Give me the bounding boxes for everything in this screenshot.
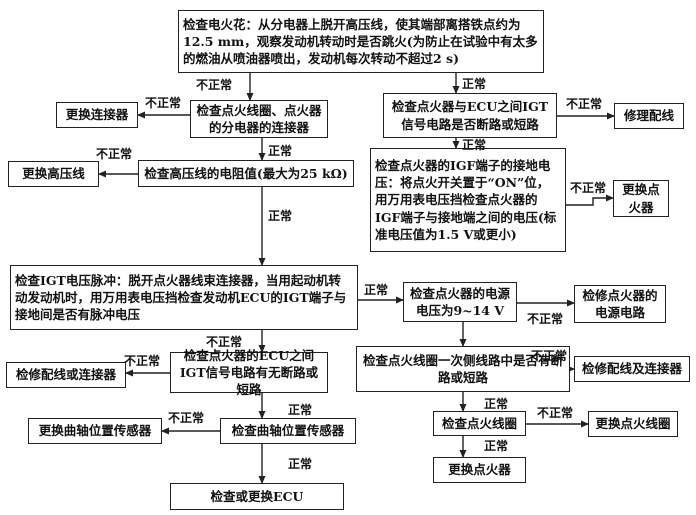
label-abnormal-primary: 不正常: [531, 349, 568, 363]
label-abnormal-supply: 不正常: [527, 312, 564, 326]
label-abnormal-igf: 不正常: [570, 181, 607, 195]
node-igt-pulse-check: 检查IGT电压脉冲：脱开点火器线束连接器，当用起动机转动发动机时，用万用表电压挡…: [10, 265, 358, 330]
node-replace-crank-sensor: 更换曲轴位置传感器: [28, 418, 162, 444]
label-abnormal-igt-pulse: 不正常: [206, 335, 243, 349]
label-abnormal-hv: 不正常: [96, 147, 133, 161]
label-normal-coil-conn: 正常: [268, 144, 293, 158]
node-coil-check: 检查点火线圈: [433, 411, 526, 436]
node-primary-circuit-check: 检查点火线圈一次侧线路中是否有断路或短路: [356, 346, 570, 392]
node-replace-coil: 更换点火线圈: [588, 411, 678, 437]
node-coil-connector-check: 检查点火线圈、点火器的分电器的连接器: [190, 100, 328, 138]
node-replace-hv-wire: 更换高压线: [8, 161, 99, 187]
label-abnormal-igt-circuit: 不正常: [124, 354, 161, 368]
label-normal-igt-circuit: 正常: [288, 403, 313, 417]
node-igt-ecu-circuit-check: 检查点火器与ECU之间IGT信号电路是否断路或短路: [383, 93, 557, 138]
node-repair-wiring-and-connector: 检修配线及连接器: [574, 356, 690, 382]
node-igt-circuit-check: 检查点火器的ECU之间IGT信号电路有无断路或短路: [170, 348, 328, 397]
label-normal-spark: 正常: [462, 77, 487, 91]
node-hv-resistance-check: 检查高压线的电阻值(最大为25 kΩ): [138, 160, 354, 187]
label-normal-coil: 正常: [484, 439, 509, 453]
node-igniter-supply-check: 检查点火器的电源电压为9~14 V: [403, 282, 517, 322]
node-replace-igniter-final: 更换点火器: [433, 457, 526, 483]
label-abnormal-spark: 不正常: [196, 78, 233, 92]
node-replace-igniter: 更换点火器: [613, 180, 669, 217]
label-abnormal-igt-ecu: 不正常: [566, 97, 603, 111]
label-normal-igt-pulse-right: 正常: [364, 283, 389, 297]
node-replace-connector: 更换连接器: [56, 102, 138, 128]
label-abnormal-coil: 不正常: [537, 406, 574, 420]
node-repair-wiring: 修理配线: [614, 103, 684, 129]
arrow-igf-replace-igniter: [566, 194, 614, 206]
node-repair-wiring-or-connector: 检修配线或连接器: [6, 362, 126, 388]
label-normal-primary: 正常: [484, 397, 509, 411]
label-normal-crank: 正常: [288, 457, 313, 471]
label-normal-igt-ecu: 正常: [462, 138, 487, 152]
node-igf-voltage-check: 检查点火器的IGF端子的接地电压：将点火开关置于“ON”位，用万用表电压挡检查点…: [370, 148, 566, 252]
label-normal-hv: 正常: [268, 209, 293, 223]
label-abnormal-crank: 不正常: [168, 411, 205, 425]
node-spark-check: 检查电火花：从分电器上脱开高压线，使其端部离搭铁点约为12.5 mm，观察发动机…: [178, 10, 544, 73]
node-repair-igniter-supply: 检修点火器的电源电路: [574, 285, 666, 323]
label-abnormal-coil-conn: 不正常: [145, 96, 182, 110]
node-check-or-replace-ecu: 检查或更换ECU: [170, 483, 344, 510]
node-crank-sensor-check: 检查曲轴位置传感器: [220, 418, 356, 444]
